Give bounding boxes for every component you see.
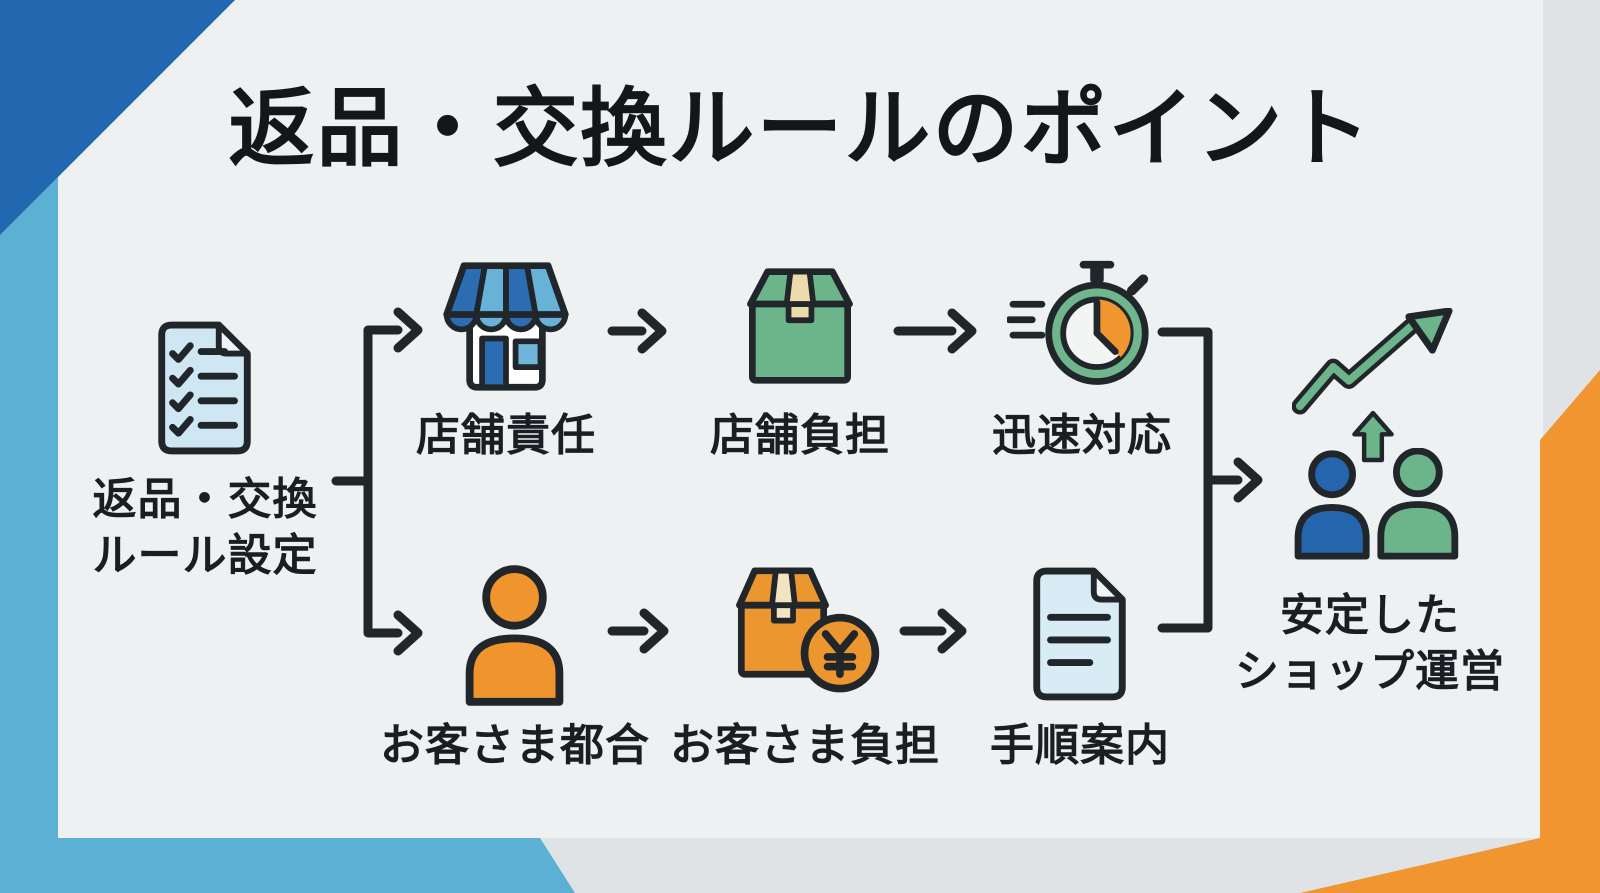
up-arrow-icon <box>1350 410 1396 469</box>
page-title: 返品・交換ルールのポイント <box>228 81 1373 177</box>
flow-node-label: 迅速対応 <box>992 411 1172 460</box>
label-line-2: ルール設定 <box>92 531 318 581</box>
flow-node-label: お客さま都合 <box>380 721 650 770</box>
flow-node-customer-reason: お客さま都合 <box>365 556 665 774</box>
flow-node-store-burden: 店舗負担 <box>660 250 940 464</box>
team-icon <box>1286 447 1462 565</box>
flow-node-label: お客さま負担 <box>670 721 940 770</box>
package-yen-icon <box>726 556 884 712</box>
flow-node-procedure-guide: 手順案内 <box>930 556 1230 774</box>
flow-node-label: 手順案内 <box>990 721 1170 770</box>
customer-person-icon <box>454 556 576 712</box>
flow-node-store-responsibility: 店舗責任 <box>366 250 646 464</box>
guide-document-icon <box>1021 556 1139 712</box>
checklist-document-icon <box>146 318 264 458</box>
flow-node-label: 店舗責任 <box>416 411 596 460</box>
flow-node-label: 返品・交換 ルール設定 <box>93 472 318 585</box>
label-line-1: 返品・交換 <box>92 475 318 524</box>
flow-node-rule-setting: 返品・交換 ルール設定 <box>85 318 325 585</box>
label-line-2: ショップ運営 <box>1235 647 1505 697</box>
flow-node-label: 安定した ショップ運営 <box>1220 588 1520 701</box>
flow-node-quick-response: 迅速対応 <box>942 250 1222 464</box>
content-panel <box>58 0 1543 838</box>
flow-node-stable-shop: 安定した ショップ運営 <box>1220 300 1520 720</box>
flow-node-customer-burden: お客さま負担 <box>655 556 955 774</box>
stopwatch-icon <box>1007 250 1157 402</box>
growth-arrow-icon <box>1291 307 1454 421</box>
storefront-icon <box>439 250 573 402</box>
flow-node-label: 店舗負担 <box>710 411 890 460</box>
label-line-1: 安定した <box>1280 591 1460 640</box>
green-package-icon <box>738 250 862 402</box>
